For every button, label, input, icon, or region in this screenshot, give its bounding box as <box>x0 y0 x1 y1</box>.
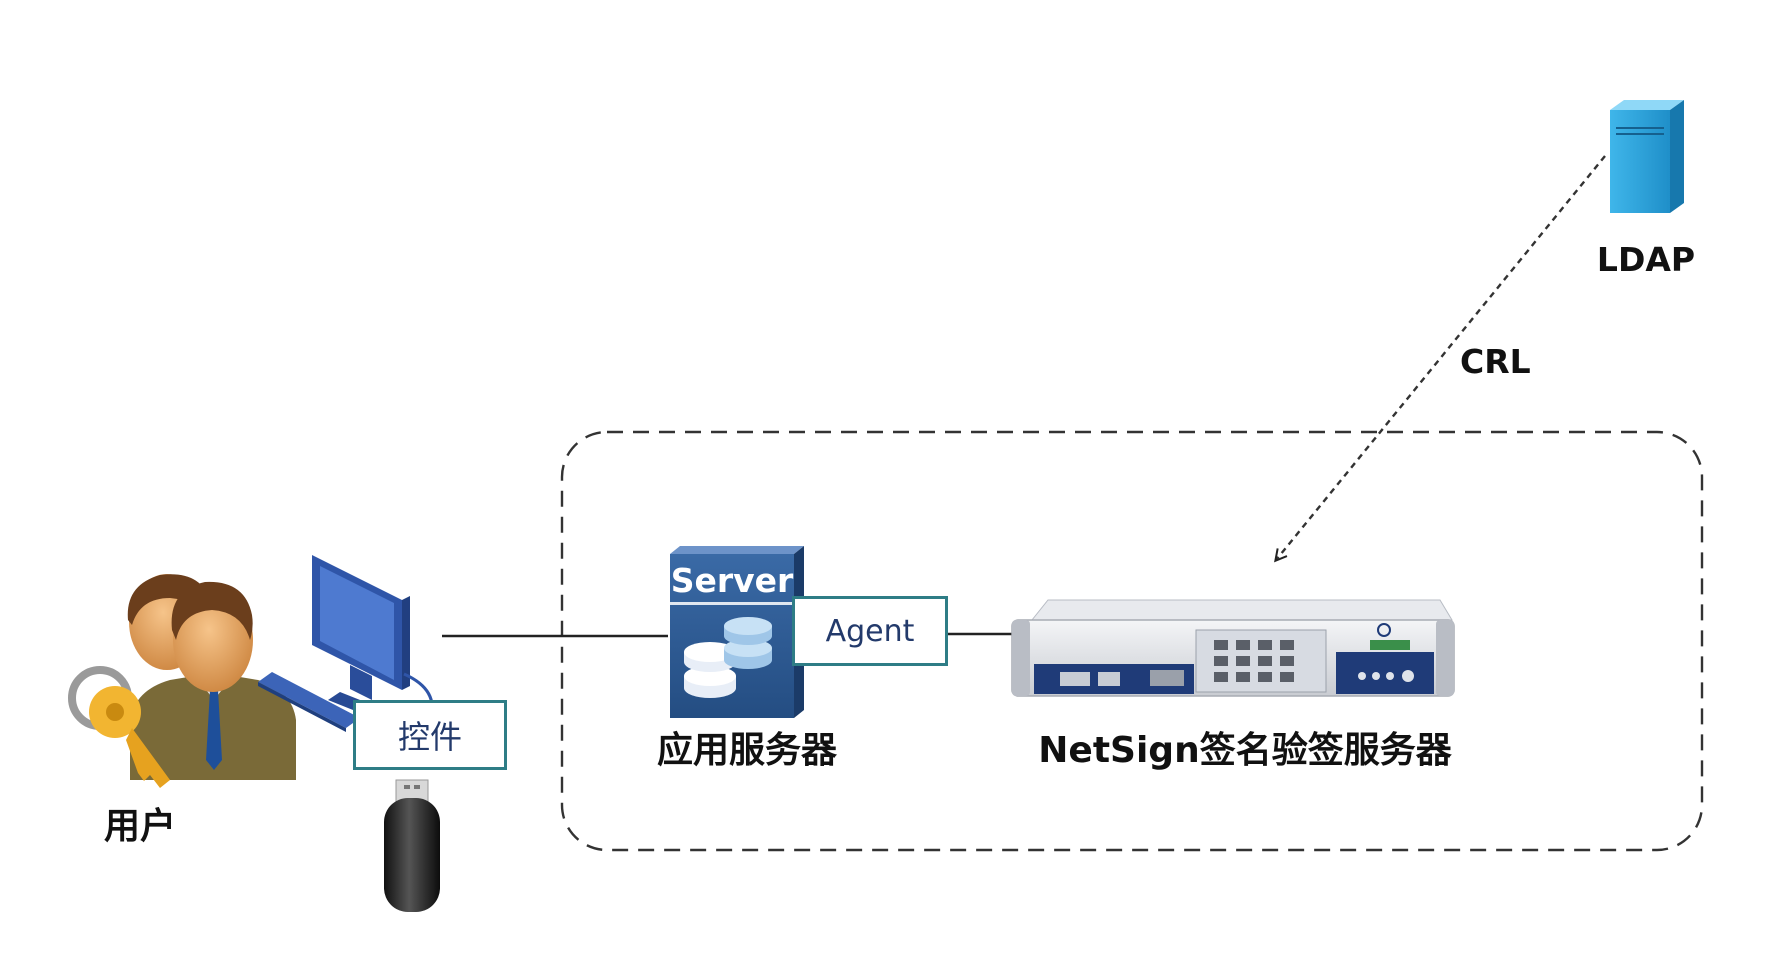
usb-key-icon <box>384 779 440 912</box>
server-badge-label: Server <box>671 561 794 600</box>
user-icon <box>68 574 296 788</box>
crl-label: CRL <box>1460 342 1531 381</box>
service-boundary <box>560 430 1704 852</box>
agent-label: Agent <box>825 613 915 649</box>
netsign-appliance-icon <box>1011 599 1455 697</box>
database-icon <box>684 617 772 698</box>
app-server-icon: Server <box>670 546 804 718</box>
control-component-box: 控件 <box>353 700 507 770</box>
netsign-label: NetSign签名验签服务器 <box>1038 730 1452 771</box>
agent-box: Agent <box>792 596 948 666</box>
control-component-label: 控件 <box>397 718 462 756</box>
user-label: 用户 <box>104 806 176 847</box>
ldap-server-icon <box>1610 100 1684 213</box>
ldap-label: LDAP <box>1597 240 1695 279</box>
app-server-label: 应用服务器 <box>657 730 838 771</box>
crl-arrow <box>1276 155 1606 560</box>
